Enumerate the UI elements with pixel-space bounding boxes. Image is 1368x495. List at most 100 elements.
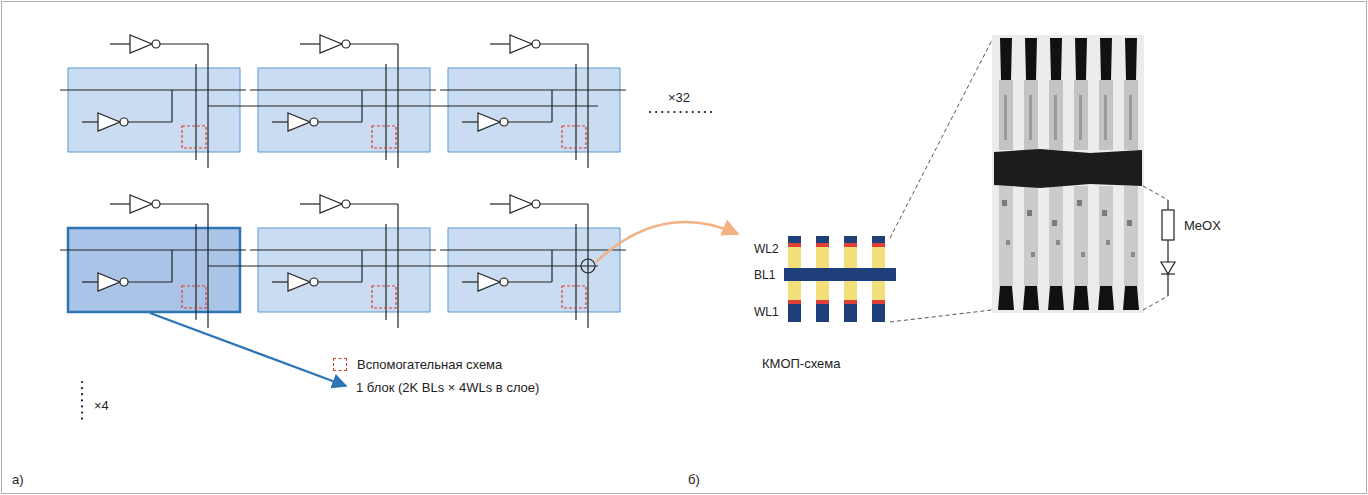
wire bbox=[300, 203, 320, 204]
memory-block bbox=[258, 68, 430, 152]
auxiliary-circuit bbox=[372, 126, 396, 148]
auxiliary-circuit bbox=[182, 126, 206, 148]
inverter-bubble bbox=[500, 118, 508, 126]
repeat-dots bbox=[650, 111, 712, 113]
inverter-symbol bbox=[98, 273, 120, 291]
leader-line bbox=[1143, 296, 1168, 310]
legend-text: Вспомогательная схема bbox=[357, 357, 502, 372]
wire bbox=[462, 281, 478, 282]
leader-line bbox=[1143, 186, 1168, 200]
pillar-layer bbox=[872, 243, 885, 247]
tem-bottom-electrode bbox=[1048, 286, 1064, 310]
inverter-symbol bbox=[478, 113, 500, 131]
tem-pillar bbox=[1074, 80, 1088, 150]
wire bbox=[208, 105, 598, 106]
auxiliary-circuit bbox=[182, 286, 206, 308]
zoom-line bbox=[890, 310, 992, 322]
signal-name: WL2 bbox=[754, 242, 779, 257]
auxiliary-circuit bbox=[562, 126, 586, 148]
tem-bottom-electrode bbox=[1023, 286, 1039, 310]
pillar-layer bbox=[816, 247, 829, 268]
wire bbox=[350, 203, 398, 204]
tem-pillar-streak bbox=[1054, 95, 1057, 140]
inverter-bubble bbox=[120, 118, 128, 126]
inverter-bubble bbox=[310, 278, 318, 286]
tem-pillar bbox=[1024, 186, 1038, 286]
bitline-bar bbox=[784, 268, 896, 281]
tem-top-electrode bbox=[1050, 38, 1062, 80]
tem-image bbox=[992, 35, 1144, 313]
pillar-layer bbox=[788, 281, 801, 300]
tem-pillar-streak bbox=[1079, 95, 1082, 140]
wire bbox=[110, 203, 130, 204]
tem-pillar-streak bbox=[1029, 95, 1032, 140]
pointer-arrow bbox=[150, 313, 346, 386]
tem-pillar-streak bbox=[1129, 95, 1132, 140]
tem-pillar-spot bbox=[1002, 200, 1007, 206]
pillar-layer bbox=[844, 304, 857, 322]
tem-pillar-spot bbox=[1081, 252, 1085, 257]
wire bbox=[440, 249, 626, 250]
wire bbox=[160, 203, 208, 204]
tem-bottom-electrode bbox=[998, 286, 1014, 310]
wire bbox=[110, 43, 130, 44]
memory-block bbox=[68, 68, 240, 152]
wire bbox=[250, 249, 436, 250]
tem-pillar bbox=[1099, 80, 1113, 150]
tem-top-electrode bbox=[1000, 38, 1012, 80]
pillar-layer bbox=[872, 281, 885, 300]
pillar-layer bbox=[872, 300, 885, 304]
tem-top-electrode bbox=[1125, 38, 1137, 80]
part-name: КМОП-схема bbox=[762, 356, 840, 371]
inverter-symbol bbox=[130, 195, 152, 213]
panel-label: б) bbox=[688, 472, 700, 487]
tem-background bbox=[992, 35, 1144, 313]
pillar-layer bbox=[844, 300, 857, 304]
pillar-layer bbox=[844, 281, 857, 300]
wire bbox=[540, 43, 588, 44]
wire bbox=[575, 224, 576, 320]
resistor-symbol bbox=[1162, 210, 1174, 240]
repeat-count: ×32 bbox=[668, 90, 690, 105]
inverter-symbol bbox=[320, 195, 342, 213]
tem-pillar-spot bbox=[1056, 240, 1060, 245]
wire bbox=[440, 89, 626, 90]
tem-pillar bbox=[1024, 80, 1038, 150]
pillar-layer bbox=[816, 281, 829, 300]
inverter-symbol bbox=[130, 35, 152, 53]
wire bbox=[540, 203, 588, 204]
tem-bottom-electrode bbox=[1073, 286, 1089, 310]
wire bbox=[1167, 200, 1168, 210]
block-array bbox=[60, 35, 738, 424]
inverter-bubble bbox=[152, 200, 160, 208]
tem-pillar bbox=[1124, 186, 1138, 286]
tem-pillar bbox=[1074, 186, 1088, 286]
tem-pillar bbox=[1049, 186, 1063, 286]
inverter-bubble bbox=[532, 40, 540, 48]
inverter-bubble bbox=[532, 200, 540, 208]
wire bbox=[272, 121, 288, 122]
tem-pillar bbox=[1049, 80, 1063, 150]
wire bbox=[462, 121, 478, 122]
wire bbox=[60, 89, 246, 90]
diode-symbol bbox=[1161, 262, 1175, 274]
wire bbox=[82, 121, 98, 122]
wire bbox=[160, 43, 208, 44]
wire bbox=[208, 265, 598, 266]
tem-bottom-electrode bbox=[1123, 286, 1139, 310]
inverter-bubble bbox=[342, 40, 350, 48]
inverter-bubble bbox=[500, 278, 508, 286]
tem-pillar-spot bbox=[1127, 220, 1132, 226]
wire bbox=[385, 224, 386, 320]
pillar-layer bbox=[788, 243, 801, 247]
crosspoint-schematic bbox=[784, 40, 992, 322]
selected-cell bbox=[581, 259, 595, 273]
tem-pillar-spot bbox=[1102, 210, 1107, 216]
tem-pillar-spot bbox=[1106, 240, 1110, 245]
tem-bitline-band bbox=[994, 149, 1142, 188]
wire bbox=[508, 121, 552, 122]
wire bbox=[195, 224, 196, 320]
pillar-layer bbox=[816, 243, 829, 247]
